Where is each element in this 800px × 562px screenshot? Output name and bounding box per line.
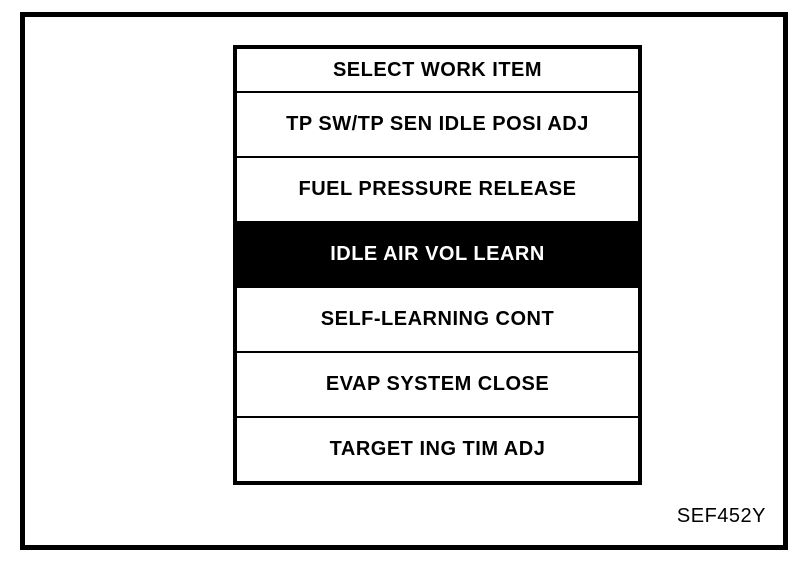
menu-item[interactable]: IDLE AIR VOL LEARN	[237, 223, 638, 288]
select-work-item-menu: SELECT WORK ITEM TP SW/TP SEN IDLE POSI …	[233, 45, 642, 485]
figure-code-label: SEF452Y	[676, 505, 766, 527]
menu-title: SELECT WORK ITEM	[237, 49, 638, 93]
menu-item[interactable]: FUEL PRESSURE RELEASE	[237, 158, 638, 223]
menu-item[interactable]: EVAP SYSTEM CLOSE	[237, 353, 638, 418]
menu-item[interactable]: SELF-LEARNING CONT	[237, 288, 638, 353]
menu-item[interactable]: TP SW/TP SEN IDLE POSI ADJ	[237, 93, 638, 158]
figure-frame: SELECT WORK ITEM TP SW/TP SEN IDLE POSI …	[20, 12, 788, 550]
menu-item[interactable]: TARGET ING TIM ADJ	[237, 418, 638, 481]
